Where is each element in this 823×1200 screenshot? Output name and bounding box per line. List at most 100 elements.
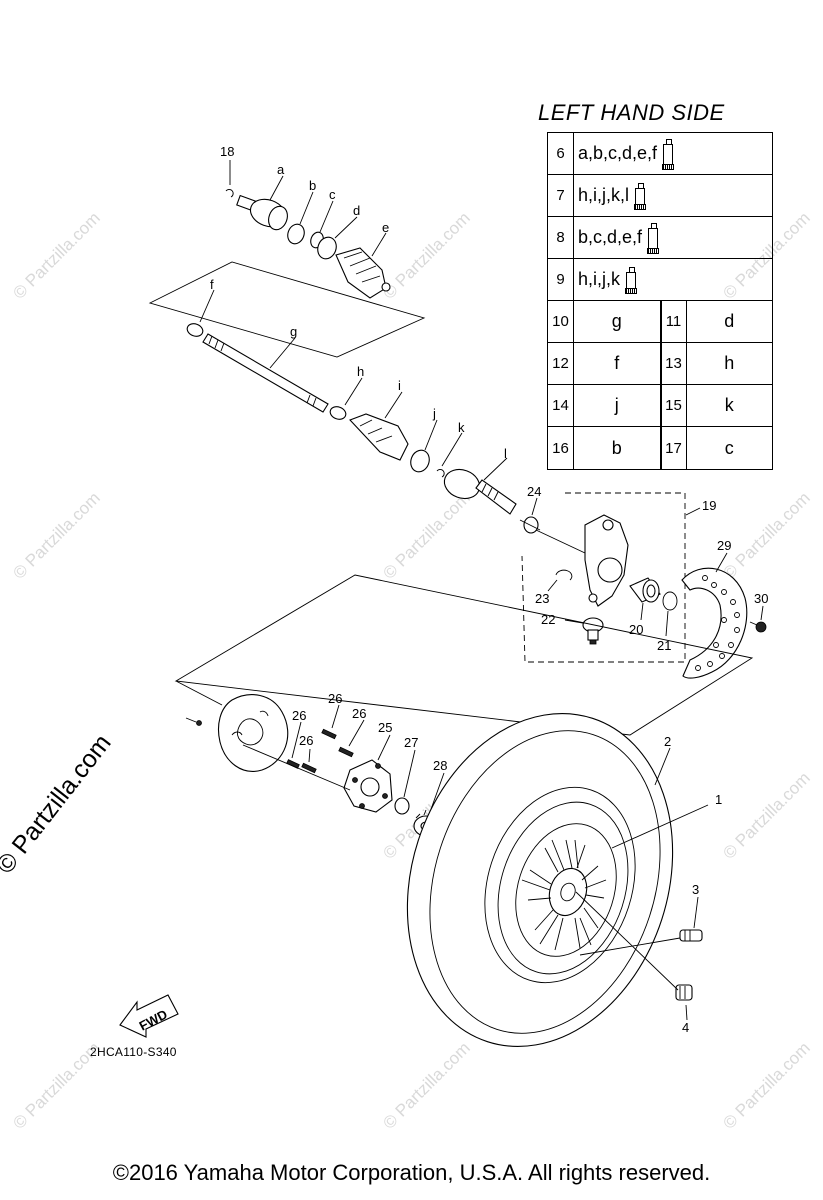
legend-pair-row: 10 g 11 d [548,301,772,343]
part-20-bearing [629,577,661,603]
grease-tube-small-icon [634,182,647,210]
callout-26: 26 [328,691,342,706]
legend-number: 7 [548,175,574,216]
legend-number: 11 [660,301,687,342]
legend-part: j [574,385,661,426]
callout-j: j [432,406,436,421]
legend-number: 17 [660,427,687,469]
callout-f: f [210,277,214,292]
part-f-band [186,323,204,337]
callout-k: k [458,420,465,435]
callout-19: 19 [702,498,716,513]
callout-18: 18 [220,144,234,159]
legend-number: 10 [548,301,574,342]
legend-pair-row: 14 j 15 k [548,385,772,427]
callout-l: l [504,446,507,461]
legend-part: k [724,395,734,415]
part-18-circlip [225,189,234,198]
legend-parts: h,i,j,k,l [578,185,630,205]
part-h-band [329,406,347,420]
legend-part: h [724,353,735,373]
watermark: © Partzilla.com [719,768,813,862]
part-4-valve-cap [675,984,693,1001]
shaft-kit-outline [148,261,426,358]
watermark: © Partzilla.com [379,488,473,582]
legend-part: c [724,437,734,458]
callout-21: 21 [657,638,671,653]
grease-tube-icon [662,138,675,170]
watermark: © Partzilla.com [9,488,103,582]
part-b-ring [287,223,305,245]
callout-2: 2 [664,734,671,749]
callout-26: 26 [292,708,306,723]
legend-number: 12 [548,343,574,384]
callout-29: 29 [717,538,731,553]
legend-title: LEFT HAND SIDE [538,100,725,125]
diagram-code: 2HCA110-S340 [90,1045,177,1059]
callout-4: 4 [682,1020,689,1035]
part-g-drive-shaft [202,333,329,413]
part-l-outer-joint [443,468,517,515]
watermark: © Partzilla.com [719,1038,813,1132]
callout-28: 28 [433,758,447,773]
callout-b: b [309,178,316,193]
part-3-valve [679,929,703,942]
part-30-bolt [749,621,767,633]
watermark: © Partzilla.com [719,488,813,582]
part-22-ball-joint [582,617,604,645]
legend-part: d [724,311,735,331]
callout-d: d [353,203,360,218]
part-wheel-and-tire [406,713,674,1047]
legend-row: 6 a,b,c,d,e,f [548,133,772,175]
callout-27: 27 [404,735,418,750]
callout-25: 25 [378,720,392,735]
part-knuckle [584,514,629,607]
watermark: © Partzilla.com [9,208,103,302]
callout-1: 1 [715,792,722,807]
part-i-boot [349,413,409,461]
part-d-band [317,236,337,260]
callout-i: i [398,378,401,393]
legend-number: 9 [548,259,574,300]
part-hub-disc [217,694,289,772]
part-25-hub [343,759,393,813]
part-26-studs [286,728,354,774]
copyright-notice: ©2016 Yamaha Motor Corporation, U.S.A. A… [112,1160,711,1185]
part-k-circlip [436,469,445,478]
legend-row: 8 b,c,d,e,f [548,217,772,259]
legend-pair-row: 12 f 13 h [548,343,772,385]
legend-number: 6 [548,133,574,174]
part-21-circlip [662,591,678,611]
part-27-washer [394,797,410,815]
callout-h: h [357,364,364,379]
callout-g: g [290,324,297,339]
legend-number: 15 [660,385,687,426]
legend-number: 8 [548,217,574,258]
legend-row: 7 h,i,j,k,l [548,175,772,217]
legend-number: 13 [660,343,687,384]
legend-row: 9 h,i,j,k [548,259,772,301]
part-j-band [410,449,430,473]
grease-tube-small-icon [625,266,638,294]
fwd-arrow-icon: FWD [119,994,179,1038]
legend-part: b [574,427,661,469]
knuckle-kit-outline [521,492,686,663]
callout-24: 24 [527,484,541,499]
callout-30: 30 [754,591,768,606]
callout-26: 26 [299,733,313,748]
legend-parts: b,c,d,e,f [578,227,643,247]
legend-number: 16 [548,427,574,469]
part-23-circlip [555,569,573,581]
legend-parts: a,b,c,d,e,f [578,143,658,163]
part-small-bolt [185,717,202,726]
part-a-inner-joint [236,194,288,231]
part-e-boot [335,247,391,299]
callout-a: a [277,162,285,177]
watermark: © Partzilla.com [379,208,473,302]
callout-23: 23 [535,591,549,606]
callout-3: 3 [692,882,699,897]
callout-c: c [329,187,336,202]
part-29-brake-disc [681,567,748,679]
hub-kit-outline [174,574,754,736]
